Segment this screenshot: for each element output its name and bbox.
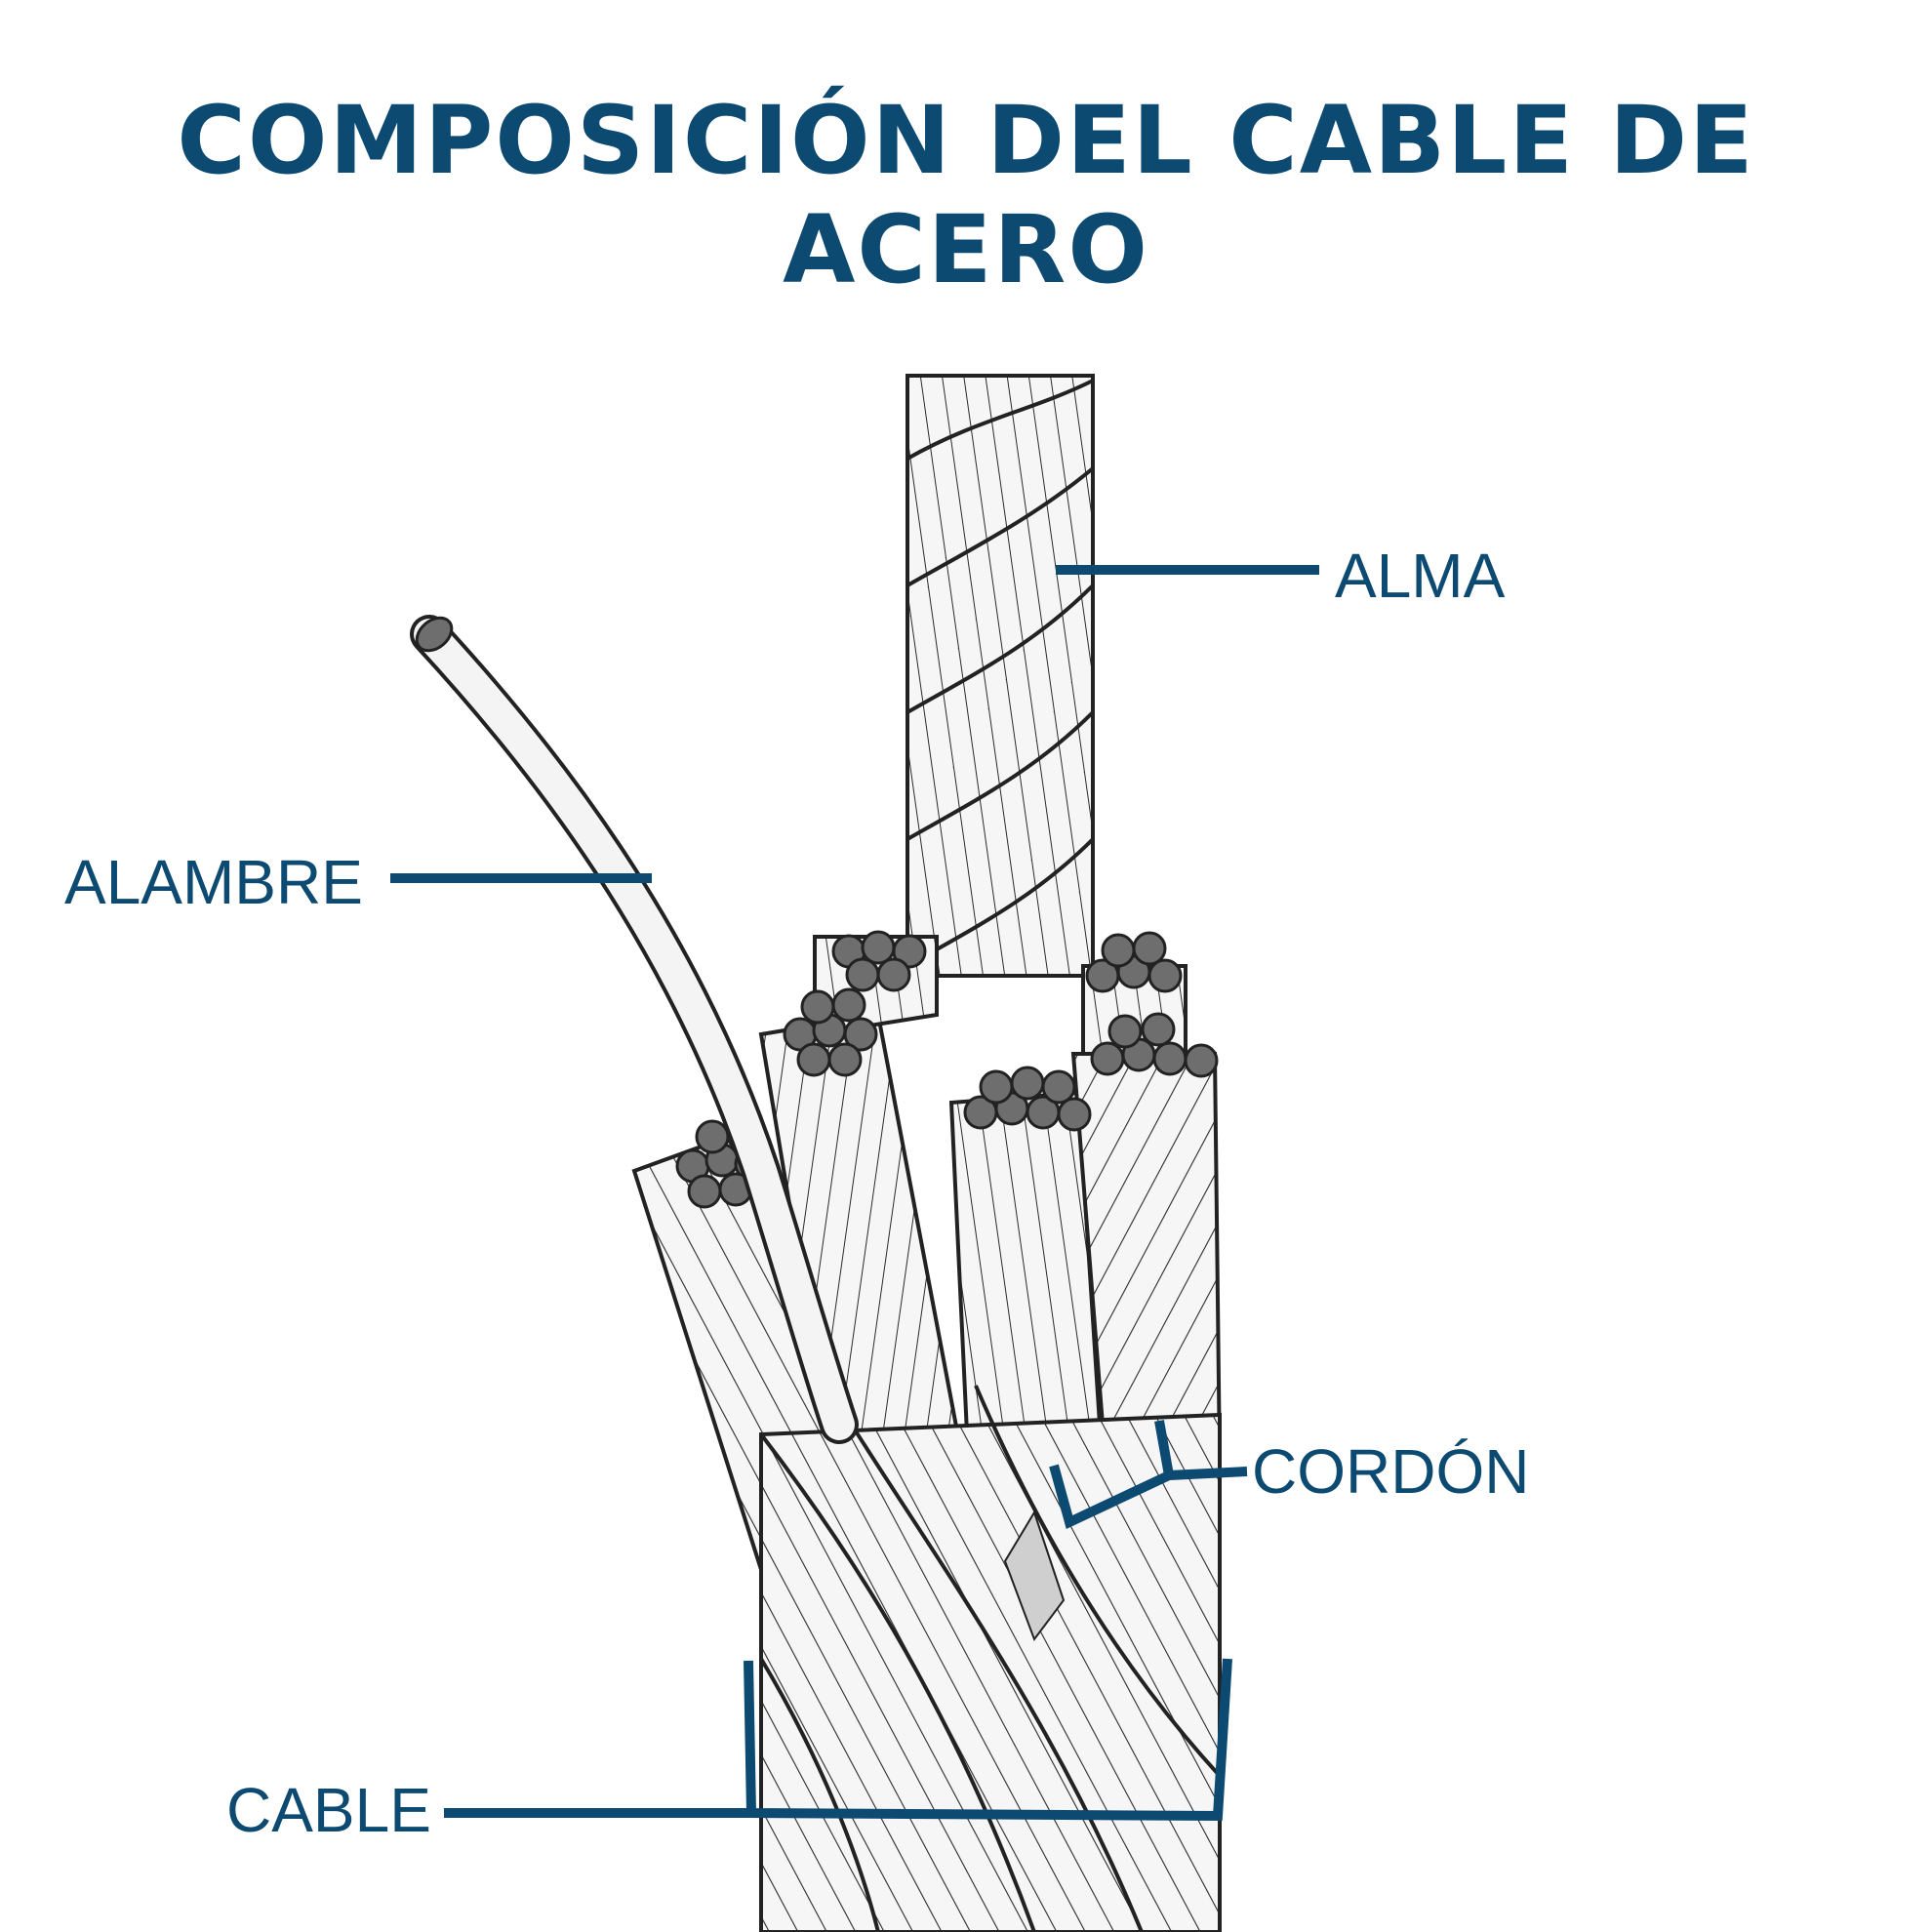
single-wire (410, 615, 859, 1444)
core-strand (906, 374, 1095, 978)
page-title: COMPOSICIÓN DEL CABLE DE ACERO (177, 86, 1755, 304)
label-alma: ALMA (1335, 541, 1506, 611)
strand-end-caps (675, 930, 1219, 1209)
outer-strands (631, 935, 1223, 1932)
label-cable: CABLE (226, 1775, 431, 1845)
label-cordon: CORDÓN (1252, 1436, 1530, 1507)
leader-lines (390, 565, 1319, 1822)
leader-cordon (1049, 1420, 1248, 1530)
label-alambre: ALAMBRE (64, 847, 363, 917)
leader-cable-bracket (744, 1658, 1232, 1822)
